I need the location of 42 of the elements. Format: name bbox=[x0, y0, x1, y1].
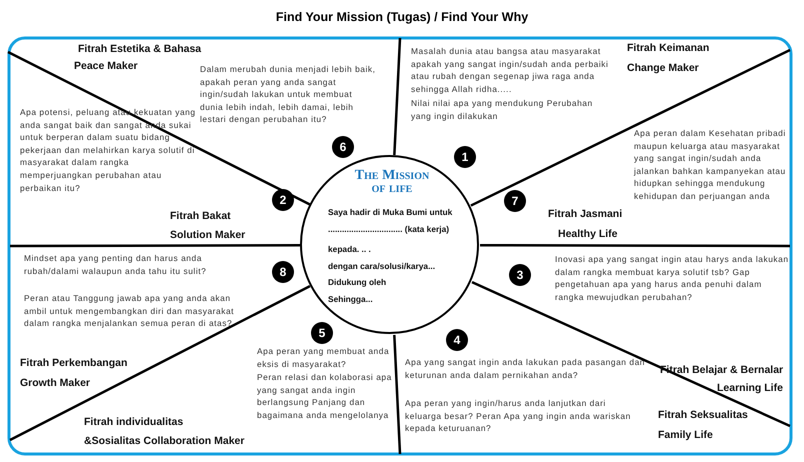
prompt-line: kepada. .. . bbox=[328, 244, 371, 254]
question-text: Apa peran yang membuat anda eksis di masyarakat? bbox=[257, 345, 390, 370]
question-text: Apa peran yang ingin/harus anda lanjutkan dari keluarga besar? Peran Apa yang ingin anda wariskan kepada keturuanan? bbox=[405, 397, 632, 435]
role-title: Peace Maker bbox=[74, 60, 138, 72]
role-title: Learning Life bbox=[717, 382, 783, 394]
role-title: Family Life bbox=[658, 429, 713, 441]
category-heading: Fitrah Estetika & Bahasa bbox=[78, 43, 202, 55]
category-heading: Fitrah Bakat bbox=[170, 210, 231, 222]
question-text: Apa peran dalam Kesehatan pribadi maupun keluarga atau masyarakat yang sangat ingin/sudah anda jalankan bahkan kampanyekan atau hidupkan sehingga mendukung kehidupan dan perjuangan anda bbox=[634, 127, 786, 203]
category-heading: Fitrah individualitas bbox=[84, 416, 184, 428]
prompt-line: ................................ (kata kerja) bbox=[328, 224, 450, 234]
role-title: Change Maker bbox=[627, 62, 699, 74]
prompt-line: Sehingga... bbox=[328, 294, 373, 304]
question-text: Inovasi apa yang sangat ingin atau harys anda lakukan dalam rangka membuat karya solutif tsb? Gap pengetahuan apa yang harus anda penuhi dalam rangka mewujudkan perubahan? bbox=[555, 253, 790, 304]
question-text: Dalam merubah dunia menjadi lebih baik, apakah peran yang anda sangat ingin/sudah lakukan untuk membuat dunia lebih indah, lebih damai, lebih lestari dengan perubahan itu? bbox=[200, 63, 377, 126]
prompt-line: Didukung oleh bbox=[328, 277, 386, 287]
role-title: &Sosialitas Collaboration Maker bbox=[84, 435, 244, 447]
title: Find Your Mission (Tugas) / Find Your Why bbox=[274, 10, 530, 24]
question-text: Peran atau Tanggung jawab apa yang anda akan ambil untuk mengembangkan diri dan masyarakat dalam rangka menjalankan semua peran di atas? bbox=[24, 292, 236, 330]
number-badge: 2 bbox=[272, 189, 294, 211]
question-text: Apa yang sangat ingin anda lakukan pada pasangan dan keturunan anda dalam pernikahan anda? bbox=[405, 356, 645, 382]
role-title: Healthy Life bbox=[558, 228, 618, 240]
role-title: Solution Maker bbox=[170, 229, 246, 241]
question-text: Mindset apa yang penting dan harus anda rubah/dalami walaupun anda tahu itu sulit? bbox=[24, 252, 208, 278]
circle-heading: The Mission of life bbox=[354, 169, 430, 195]
prompt-line: Saya hadir di Muka Bumi untuk bbox=[328, 207, 452, 217]
number-badge: 1 bbox=[454, 146, 476, 168]
category-heading: Fitrah Perkembangan bbox=[20, 357, 128, 369]
category-heading: Fitrah Jasmani bbox=[548, 208, 622, 220]
category-heading: Fitrah Seksualitas bbox=[658, 409, 748, 421]
number-badge: 6 bbox=[332, 136, 354, 158]
question-text: Masalah dunia atau bangsa atau masyarakat apakah yang sangat ingin/sudah anda perbaiki atau rubah dengan segenap jiwa raga anda sehingga Allah ridha..... bbox=[411, 45, 610, 96]
question-text: Peran relasi dan kolaborasi apa yang sangat anda ingin berlangsung Panjang dan bagaimana anda mengelolanya bbox=[257, 371, 393, 422]
number-badge: 7 bbox=[504, 190, 526, 212]
prompt-line: dengan cara/solusi/karya... bbox=[328, 261, 436, 271]
question-text: Nilai nilai apa yang mendukung Perubahan yang ingin dilakukan bbox=[411, 97, 594, 122]
number-badge: 8 bbox=[272, 261, 294, 283]
number-badge: 4 bbox=[446, 329, 468, 351]
number-badge: 5 bbox=[311, 322, 333, 344]
category-heading: Fitrah Keimanan bbox=[627, 42, 710, 54]
role-title: Growth Maker bbox=[20, 377, 90, 389]
number-badge: 3 bbox=[509, 264, 531, 286]
